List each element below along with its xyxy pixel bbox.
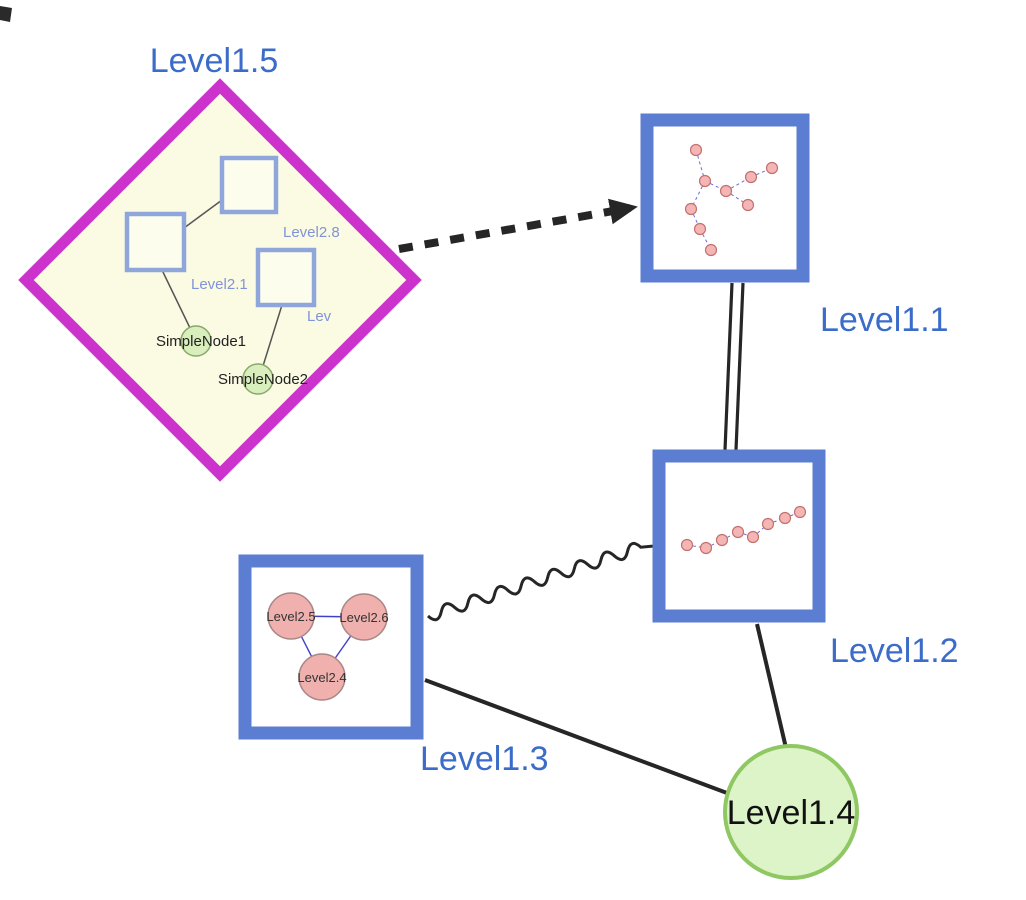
mini-network-node[interactable] (715, 533, 729, 547)
mini-network-node[interactable] (680, 538, 694, 552)
mini-network-node[interactable] (778, 511, 792, 525)
mini-network-node[interactable] (741, 198, 755, 212)
level1-2-box[interactable] (652, 449, 826, 623)
level2-5-node[interactable] (267, 592, 315, 640)
edge-double-line-1[interactable] (723, 282, 734, 451)
edge-level12-level14[interactable] (755, 623, 788, 749)
mini-network-node[interactable] (719, 184, 733, 198)
mini-network-node[interactable] (693, 222, 707, 236)
level2-lev-label: Lev (307, 308, 332, 325)
level1-4-circle[interactable] (723, 744, 859, 880)
level1-3-box[interactable] (238, 554, 424, 740)
mini-network-node[interactable] (746, 530, 760, 544)
mini-network-edge (725, 176, 752, 192)
edge-level11-level12[interactable] (723, 282, 745, 451)
level1-4-node[interactable]: Level1.4 (723, 744, 859, 880)
level1-4-label: Level1.4 (727, 794, 856, 832)
mini-network-node[interactable] (761, 517, 775, 531)
level1-1-label: Level1.1 (820, 301, 949, 339)
level2-8-square[interactable] (219, 155, 279, 215)
mini-network-node[interactable] (731, 525, 745, 539)
level1-2-mini-network (680, 505, 807, 555)
level2-4-node[interactable] (298, 653, 346, 701)
level2-5-label: Level2.5 (266, 609, 315, 624)
level2-1-square[interactable] (124, 211, 187, 273)
edge-level13-level14[interactable] (424, 678, 728, 795)
level2-lev-square[interactable] (255, 247, 317, 308)
level2-4-label: Level2.4 (297, 670, 346, 685)
simple-node-2-label: SimpleNode2 (218, 371, 308, 388)
level1-1-mini-network (684, 143, 779, 257)
level1-2-group-node[interactable] (652, 449, 826, 623)
mini-network-node[interactable] (698, 174, 712, 188)
level2-1-label: Level2.1 (191, 276, 248, 293)
screen-corner-artifact (0, 6, 12, 22)
mini-network-node[interactable] (699, 541, 713, 555)
inner-edge (183, 199, 223, 229)
simple-node-2[interactable] (242, 363, 274, 395)
level2-6-node[interactable] (340, 593, 388, 641)
level1-1-box[interactable] (640, 113, 810, 283)
mini-network-node[interactable] (765, 161, 779, 175)
mini-network-node[interactable] (689, 143, 703, 157)
mini-network-node[interactable] (744, 170, 758, 184)
inner-edge (262, 304, 283, 367)
mini-network-edge (725, 190, 749, 206)
inner-edge (161, 269, 191, 329)
mini-network-node[interactable] (793, 505, 807, 519)
level1-1-group-node[interactable] (640, 113, 810, 283)
mini-network-node[interactable] (704, 243, 718, 257)
edge-double-line-2[interactable] (734, 282, 745, 451)
level1-5-inner-edges (161, 199, 283, 367)
edge-level13-level12[interactable] (426, 541, 655, 622)
edge-layer (398, 198, 788, 795)
level1-2-label: Level1.2 (830, 632, 959, 670)
level2-8-label: Level2.8 (283, 224, 340, 241)
level1-5-group-node[interactable]: Level2.8 Level2.1 Lev SimpleNode1 Simple… (18, 78, 422, 482)
level1-5-diamond[interactable] (18, 78, 422, 482)
edge-level15-level11[interactable] (398, 198, 638, 253)
level1-3-label: Level1.3 (420, 740, 549, 778)
simple-node-1[interactable] (180, 325, 212, 357)
level1-5-label: Level1.5 (150, 42, 279, 80)
level1-3-group-node[interactable]: Level2.5 Level2.6 Level2.4 (238, 554, 424, 740)
simple-node-1-label: SimpleNode1 (156, 333, 246, 350)
mini-network-node[interactable] (684, 202, 698, 216)
level2-6-label: Level2.6 (339, 610, 388, 625)
